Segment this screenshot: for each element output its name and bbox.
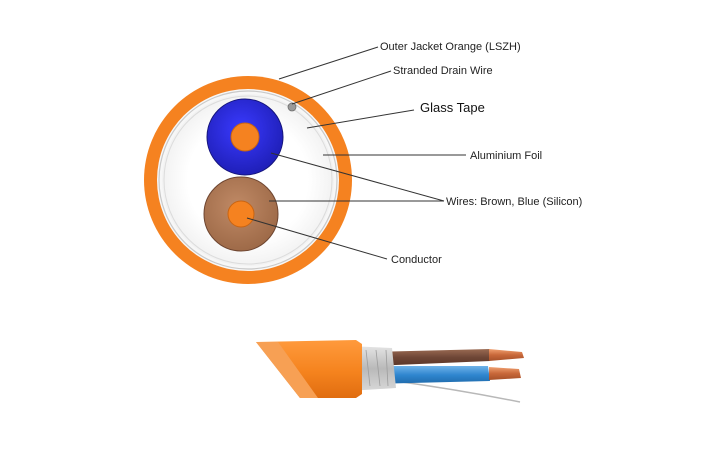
blue-copper-tip [489, 367, 521, 380]
aluminium-foil-ring [158, 90, 338, 270]
label-drain-wire: Stranded Drain Wire [393, 65, 493, 77]
labels: Outer Jacket Orange (LSZH) Stranded Drai… [380, 41, 582, 266]
jacket-cut-face [256, 342, 318, 398]
label-aluminium-foil: Aluminium Foil [470, 150, 542, 162]
leader-glass-tape [306, 109, 415, 129]
leader-wires-blue [270, 152, 445, 202]
drain-wire [287, 102, 297, 112]
label-outer-jacket: Outer Jacket Orange (LSZH) [380, 41, 521, 53]
leader-conductor [246, 217, 388, 260]
cable-photo [256, 340, 524, 403]
brown-copper-tip [489, 349, 524, 361]
cable-cross-section [144, 76, 352, 284]
glass-tape-ring [163, 95, 333, 265]
leader-drain-wire [291, 70, 392, 105]
label-glass-tape: Glass Tape [420, 100, 485, 115]
brown-wire-conductor [227, 200, 255, 228]
leader-outer-jacket [278, 46, 379, 80]
blue-wire-body [372, 366, 490, 384]
blue-wire-conductor [230, 122, 260, 152]
label-wires: Wires: Brown, Blue (Silicon) [446, 196, 582, 208]
label-conductor: Conductor [391, 254, 442, 266]
leader-lines [246, 46, 466, 260]
brown-wire-body [372, 349, 490, 366]
